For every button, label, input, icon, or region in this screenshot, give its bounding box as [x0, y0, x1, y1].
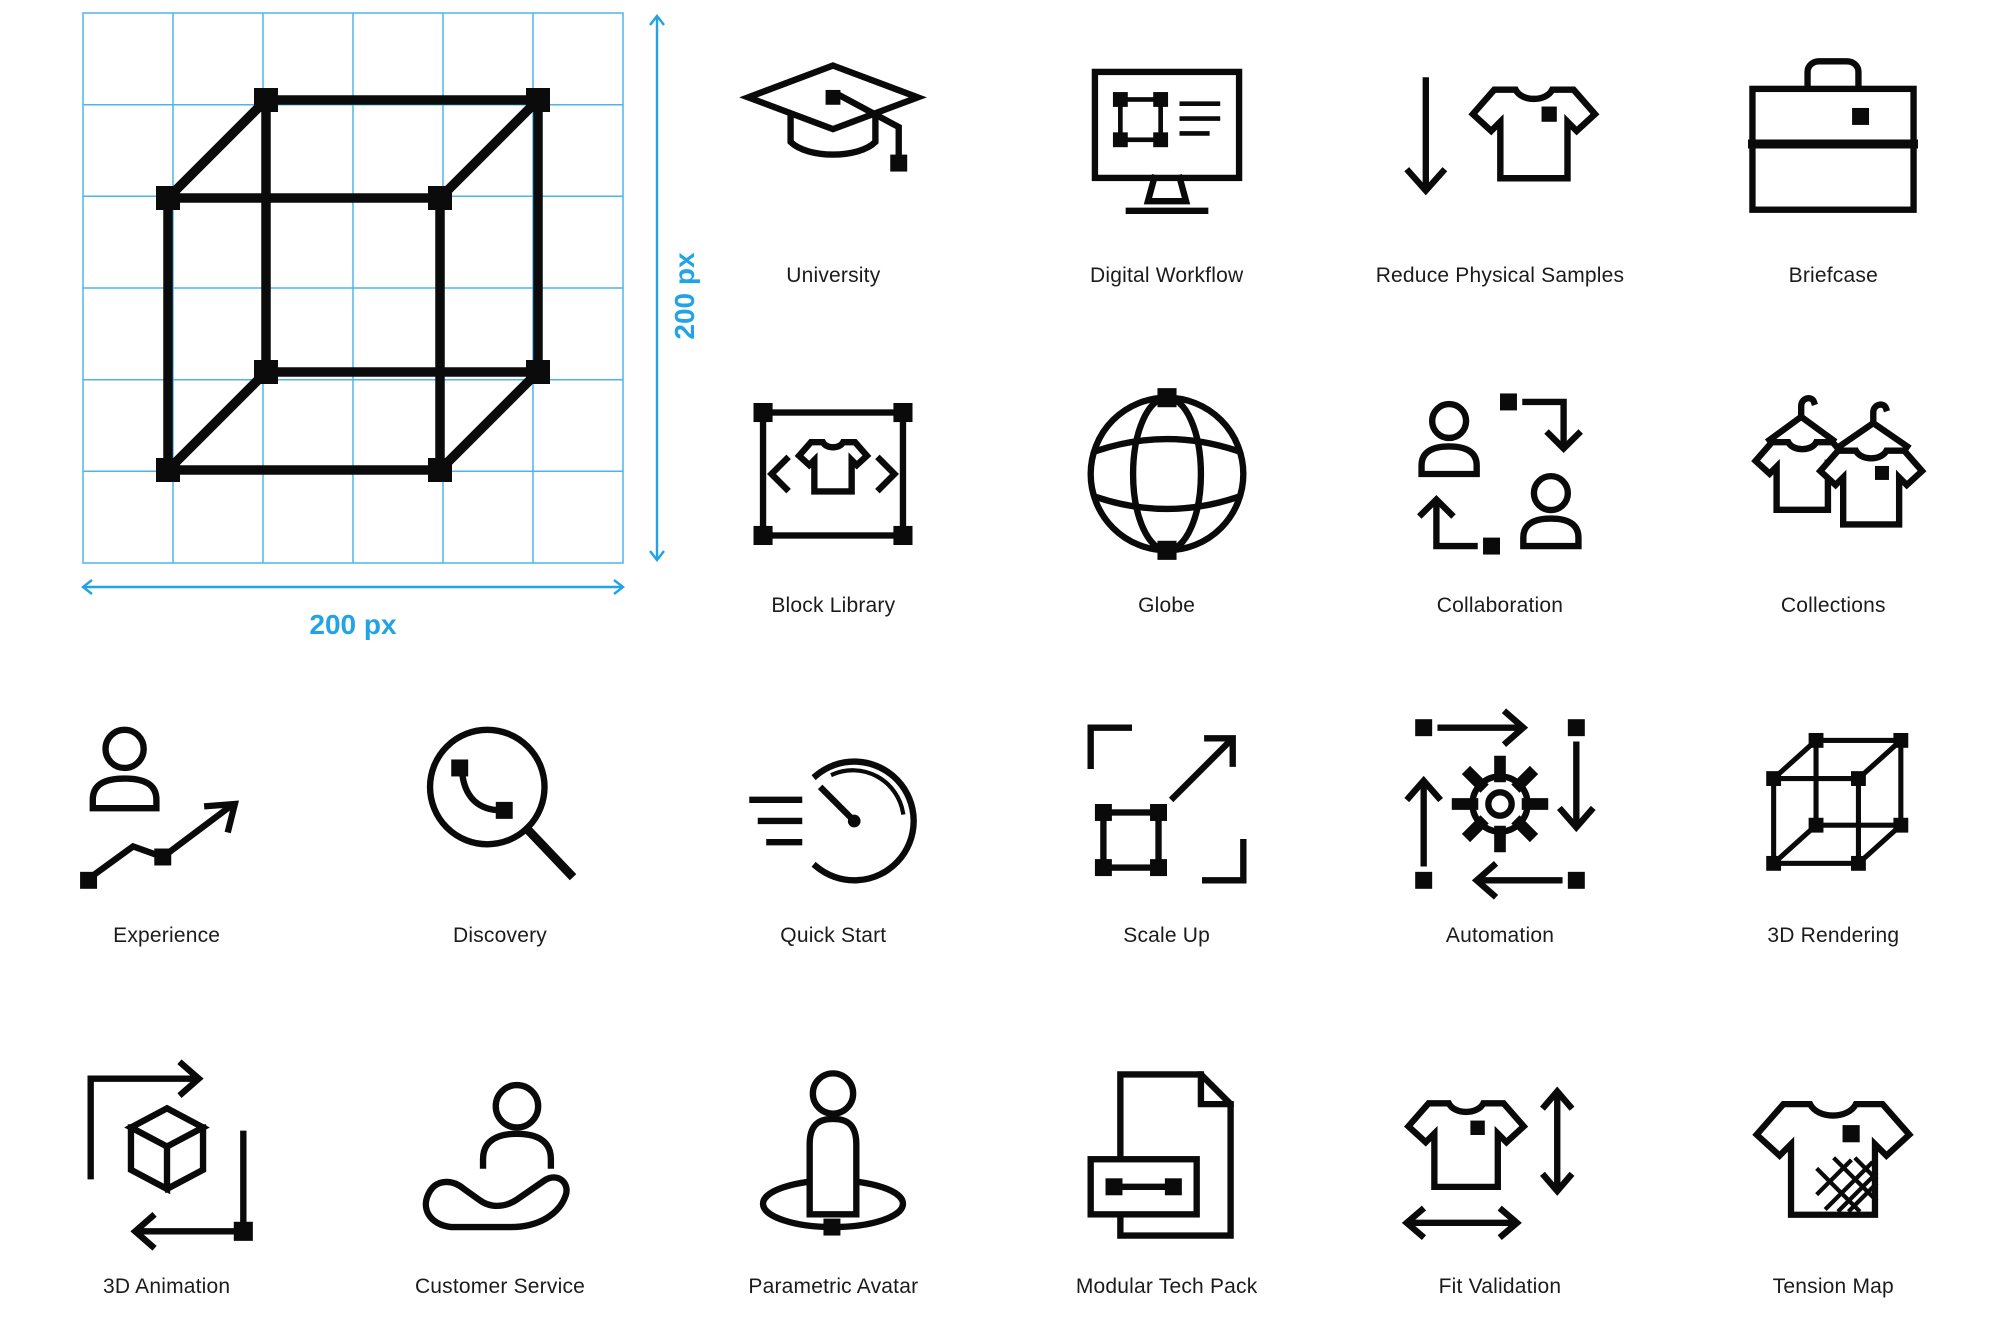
icon-label: Collections — [1780, 594, 1886, 617]
icon-card-automation: Automation — [1333, 660, 1666, 990]
automation-icon — [1394, 698, 1606, 910]
icon-card-3d-rendering: 3D Rendering — [1667, 660, 2000, 990]
icon-label: Fit Validation — [1438, 1275, 1562, 1298]
university-icon — [727, 38, 939, 250]
icon-label: Digital Workflow — [1089, 264, 1244, 287]
customer-service-icon — [394, 1049, 606, 1261]
parametric-avatar-icon — [727, 1049, 939, 1261]
globe-icon — [1061, 368, 1273, 580]
width-dimension-label: 200 px — [309, 609, 397, 640]
icon-label: Automation — [1445, 924, 1555, 947]
icon-card-collaboration: Collaboration — [1333, 330, 1666, 660]
icon-label: University — [786, 264, 881, 287]
briefcase-icon — [1727, 38, 1939, 250]
icon-label: Discovery — [453, 924, 547, 947]
icon-card-discovery: Discovery — [333, 660, 666, 990]
experience-icon — [61, 698, 273, 910]
3d-animation-icon — [61, 1049, 273, 1261]
icon-label: Reduce Physical Samples — [1375, 264, 1625, 287]
icon-label: 3D Rendering — [1767, 924, 1900, 947]
cube-vertex-nodes — [156, 88, 550, 482]
scale-up-icon — [1061, 698, 1273, 910]
icon-label: Experience — [113, 924, 221, 947]
icon-label: Tension Map — [1772, 1275, 1894, 1298]
digital-workflow-icon — [1061, 38, 1273, 250]
height-dimension-label: 200 px — [669, 252, 700, 340]
icon-card-collections: Collections — [1667, 330, 2000, 660]
icon-card-globe: Globe — [1000, 330, 1333, 660]
icon-card-customer-service: Customer Service — [333, 990, 666, 1333]
icon-card-experience: Experience — [0, 660, 333, 990]
icon-card-briefcase: Briefcase — [1667, 0, 2000, 330]
icon-card-fit-validation: Fit Validation — [1333, 990, 1666, 1333]
tension-map-icon — [1727, 1049, 1939, 1261]
icon-label: Globe — [1138, 594, 1196, 617]
discovery-icon — [394, 698, 606, 910]
collections-icon — [1727, 368, 1939, 580]
3d-rendering-icon — [1727, 698, 1939, 910]
icon-label: Block Library — [771, 594, 896, 617]
quick-start-icon — [727, 698, 939, 910]
icon-card-scale-up: Scale Up — [1000, 660, 1333, 990]
reduce-physical-samples-icon — [1394, 38, 1606, 250]
block-library-icon — [727, 368, 939, 580]
height-dimension-arrow — [649, 14, 665, 562]
grid-spec-demo: 200 px 200 px — [80, 10, 720, 640]
icon-card-modular-tech-pack: Modular Tech Pack — [1000, 990, 1333, 1333]
icon-label: Customer Service — [414, 1275, 586, 1298]
icon-label: Collaboration — [1436, 594, 1564, 617]
icon-card-tension-map: Tension Map — [1667, 990, 2000, 1333]
icon-card-quick-start: Quick Start — [667, 660, 1000, 990]
icon-label: Quick Start — [780, 924, 887, 947]
icon-label: 3D Animation — [103, 1275, 231, 1298]
wireframe-cube-icon — [163, 95, 543, 475]
icon-card-digital-workflow: Digital Workflow — [1000, 0, 1333, 330]
icon-card-block-library: Block Library — [667, 330, 1000, 660]
icon-label: Parametric Avatar — [748, 1275, 919, 1298]
icon-card-parametric-avatar: Parametric Avatar — [667, 990, 1000, 1333]
icon-label: Modular Tech Pack — [1075, 1275, 1258, 1298]
icon-card-3d-animation: 3D Animation — [0, 990, 333, 1333]
icon-label: Scale Up — [1123, 924, 1211, 947]
icon-card-reduce-physical-samples: Reduce Physical Samples — [1333, 0, 1666, 330]
width-dimension-arrow — [81, 579, 625, 595]
modular-tech-pack-icon — [1061, 1049, 1273, 1261]
collaboration-icon — [1394, 368, 1606, 580]
fit-validation-icon — [1394, 1049, 1606, 1261]
icon-label: Briefcase — [1788, 264, 1878, 287]
icon-card-university: University — [667, 0, 1000, 330]
